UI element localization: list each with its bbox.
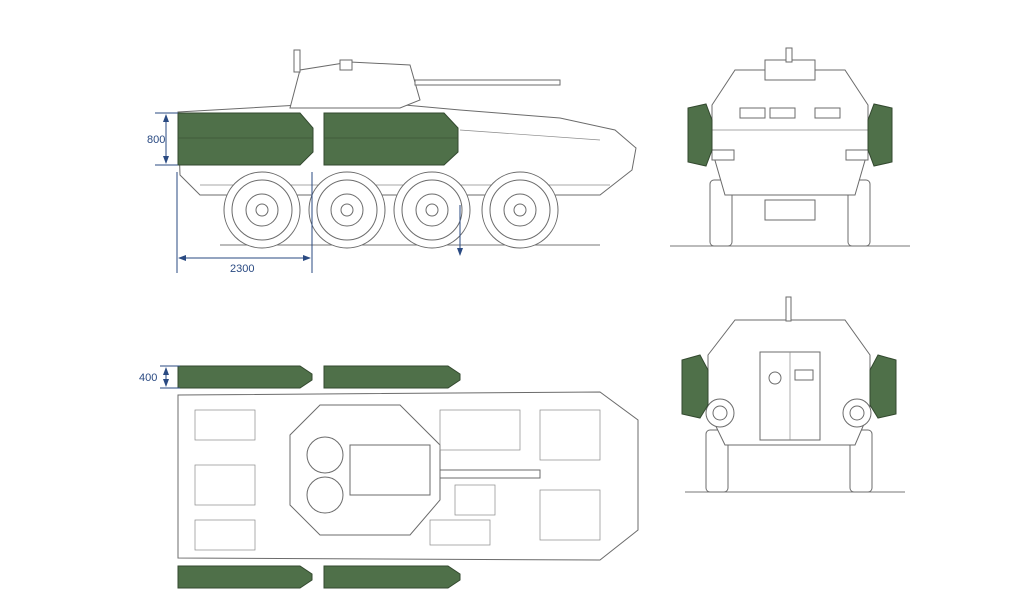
gun-barrel-top <box>439 469 541 479</box>
wheel <box>308 171 386 249</box>
side-view <box>177 49 637 256</box>
armor-panel-front-left <box>687 103 713 167</box>
dimension-label-400: 400 <box>139 372 157 384</box>
turret-side <box>289 61 421 109</box>
armor-panel-top-front-lower <box>323 565 461 589</box>
gun-barrel <box>414 79 561 86</box>
armor-panel-side-rear <box>177 112 314 166</box>
dimension-400: 400 <box>139 365 180 389</box>
wheels <box>223 171 559 249</box>
armor-panel-top-rear-upper <box>177 365 313 389</box>
wheel <box>223 171 301 249</box>
armor-panel-front-right <box>867 103 893 167</box>
antenna <box>293 49 301 73</box>
wheel <box>393 171 471 249</box>
hull-front <box>711 69 869 196</box>
sight <box>339 59 353 71</box>
top-view <box>177 365 639 589</box>
dimension-label-2300: 2300 <box>230 263 254 275</box>
armor-panel-rear-right <box>869 354 897 419</box>
front-view <box>670 47 910 247</box>
wheel <box>481 171 559 249</box>
armor-panel-top-front-upper <box>323 365 461 389</box>
armor-panel-side-front <box>323 112 459 166</box>
armor-panel-top-rear-lower <box>177 565 313 589</box>
armor-panel-rear-left <box>681 354 709 419</box>
dimension-2300: 2300 <box>176 172 313 275</box>
rear-view <box>681 296 905 493</box>
dimension-label-800: 800 <box>147 134 165 146</box>
dimension-800: 800 <box>147 112 178 166</box>
